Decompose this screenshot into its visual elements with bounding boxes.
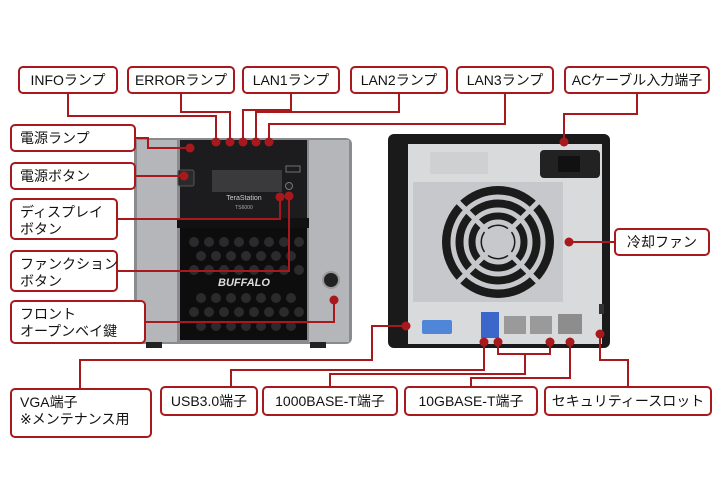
label-info-lamp: INFOランプ — [18, 66, 118, 94]
label-text: ディスプレイ — [20, 204, 104, 220]
label-10gbase-t: 10GBASE-T端子 — [404, 386, 538, 416]
label-power-lamp: 電源ランプ — [10, 124, 136, 152]
label-text: USB3.0端子 — [170, 392, 248, 409]
label-text: フロント — [20, 306, 76, 322]
label-text: ボタン — [20, 221, 62, 237]
label-text: オープンベイ鍵 — [20, 323, 118, 339]
brand-logo: BUFFALO — [218, 277, 270, 289]
vga-port — [422, 320, 452, 334]
label-text: LAN2ランプ — [360, 71, 438, 88]
label-error-lamp: ERRORランプ — [127, 66, 235, 94]
label-lan2-lamp: LAN2ランプ — [350, 66, 448, 94]
label-function-button: ファンクションボタン — [10, 250, 118, 292]
label-front-key: フロントオープンベイ鍵 — [10, 300, 146, 344]
label-power-button: 電源ボタン — [10, 162, 136, 190]
label-text: 10GBASE-T端子 — [418, 392, 524, 409]
fan-grille — [189, 237, 304, 331]
label-usb: USB3.0端子 — [160, 386, 258, 416]
label-ac-port: ACケーブル入力端子 — [564, 66, 710, 94]
label-text: セキュリティースロット — [551, 392, 705, 409]
svg-text:TS6000: TS6000 — [235, 205, 253, 211]
rj45-port — [504, 316, 526, 334]
key-lock — [322, 271, 340, 289]
rj45-10g-port — [558, 314, 582, 334]
label-text: ERRORランプ — [134, 71, 228, 88]
security-slot — [599, 304, 604, 314]
rj45-port — [530, 316, 552, 334]
label-text: 電源ランプ — [20, 129, 90, 146]
label-lan1-lamp: LAN1ランプ — [242, 66, 340, 94]
label-display-button: ディスプレイボタン — [10, 198, 118, 240]
label-text: 1000BASE-T端子 — [275, 392, 385, 409]
label-text: ※メンテナンス用 — [20, 411, 130, 427]
label-text: ファンクション — [20, 256, 118, 272]
label-text: ACケーブル入力端子 — [571, 71, 703, 88]
fan-guard — [446, 190, 550, 294]
label-text: LAN3ランプ — [466, 71, 544, 88]
label-cooling-fan: 冷却ファン — [614, 228, 710, 256]
callout-dots — [179, 137, 605, 347]
label-security-slot: セキュリティースロット — [544, 386, 712, 416]
label-1000base-t: 1000BASE-T端子 — [262, 386, 398, 416]
label-lan3-lamp: LAN3ランプ — [456, 66, 554, 94]
label-text: VGA端子 — [20, 394, 78, 410]
label-text: ボタン — [20, 273, 62, 289]
label-text: INFOランプ — [30, 71, 106, 88]
label-text: 電源ボタン — [20, 167, 90, 184]
model-name: TeraStation — [226, 195, 262, 202]
label-text: LAN1ランプ — [252, 71, 330, 88]
usb-ports — [481, 312, 499, 338]
label-text: 冷却ファン — [627, 233, 697, 250]
label-vga: VGA端子※メンテナンス用 — [10, 388, 152, 438]
